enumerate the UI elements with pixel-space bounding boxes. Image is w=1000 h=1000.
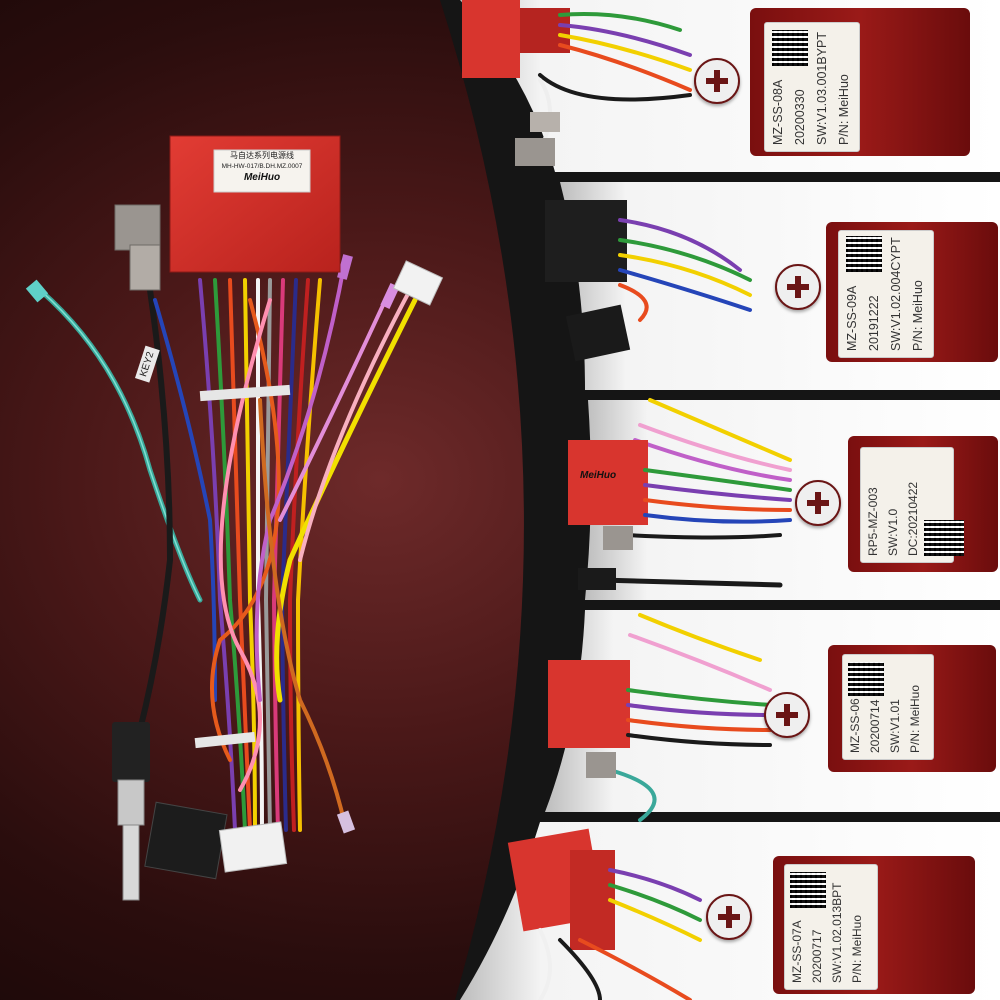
plus-icon (694, 58, 740, 104)
module-5-line-3: SW:V1.02.013BPT (830, 882, 844, 984)
panel-3-harness (568, 398, 792, 590)
panel-3-box-brand: MeiHuo (580, 470, 617, 481)
module-4-line-3: SW:V1.01 (888, 699, 902, 753)
plus-icon (764, 692, 810, 738)
module-2-line-4: P/N: MeiHuo (911, 280, 925, 351)
qr-code-icon (790, 872, 826, 908)
plus-icon (706, 894, 752, 940)
plus-icon (775, 264, 821, 310)
panel-5-harness (507, 828, 702, 1000)
main-harness (25, 135, 444, 901)
qr-code-icon (846, 236, 882, 272)
module-2-line-3: SW:V1.02.004CYPT (889, 237, 903, 351)
module-1-line-4: P/N: MeiHuo (837, 74, 851, 145)
main-box-label-model: MH-HW-017/B.DH.MZ.0007 (221, 163, 303, 170)
qr-code-icon (772, 30, 808, 66)
qr-code-icon (924, 520, 964, 556)
module-5-line-4: P/N: MeiHuo (850, 914, 864, 983)
main-box-label: 马自达系列电源线 MH-HW-017/B.DH.MZ.0007 MeiHuo (214, 150, 310, 192)
module-3-line-1: RP5-MZ-003 (866, 487, 880, 556)
panel-4-harness (548, 613, 772, 822)
module-4-line-4: P/N: MeiHuo (908, 684, 922, 753)
module-3-line-3: DC:20210422 (906, 481, 920, 556)
plus-icon (795, 480, 841, 526)
qr-code-icon (848, 662, 884, 696)
panel-1-harness (462, 0, 692, 166)
module-3-line-2: SW:V1.0 (886, 508, 900, 556)
module-1-line-3: SW:V1.03.001BYPT (815, 31, 829, 145)
main-box-label-cn: 马自达系列电源线 (230, 151, 294, 160)
panel-2-harness (545, 200, 752, 362)
main-box-brand: MeiHuo (243, 172, 281, 183)
